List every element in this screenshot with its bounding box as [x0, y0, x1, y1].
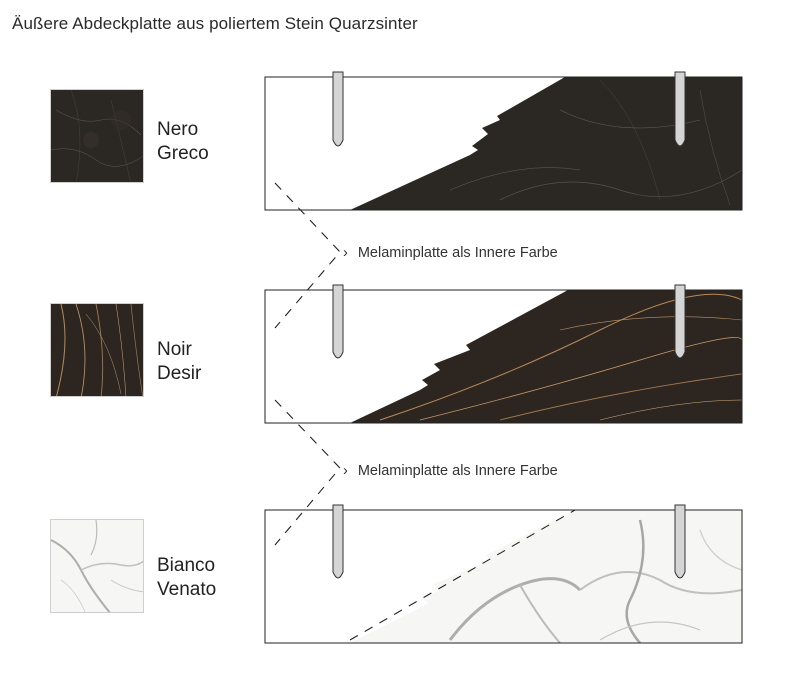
- panel-nero-greco: [264, 71, 743, 211]
- leader-line-1: [274, 182, 341, 329]
- mounting-clip-left: [332, 504, 344, 579]
- panel-noir-desir: [264, 284, 743, 424]
- annotation-inner-color-1: › Melaminplatte als Innere Farbe: [343, 245, 558, 261]
- label-line2: Desir: [157, 363, 202, 384]
- mounting-clip-left: [332, 71, 344, 147]
- swatch-bianco-venato: [50, 519, 144, 613]
- page-title: Äußere Abdeckplatte aus poliertem Stein …: [12, 14, 418, 33]
- mounting-clip-right: [674, 71, 686, 147]
- chevron-right-icon: ›: [343, 463, 348, 479]
- label-line2: Greco: [157, 143, 209, 164]
- swatch-noir-desir: [50, 303, 144, 397]
- label-nero-greco: Nero Greco: [157, 118, 209, 166]
- annotation-inner-color-2: › Melaminplatte als Innere Farbe: [343, 463, 558, 479]
- stone-surface: [350, 290, 742, 423]
- mounting-clip-right: [674, 504, 686, 579]
- annotation-text: Melaminplatte als Innere Farbe: [357, 245, 558, 261]
- label-line1: Bianco: [157, 555, 216, 576]
- label-line1: Noir: [157, 339, 192, 360]
- bianco-venato-texture: [51, 520, 143, 612]
- label-line1: Nero: [157, 119, 199, 140]
- mounting-clip-left: [332, 284, 344, 359]
- label-line2: Venato: [157, 579, 217, 600]
- annotation-text: Melaminplatte als Innere Farbe: [357, 463, 558, 479]
- stone-surface: [350, 77, 742, 210]
- dashed-leader-lines: [274, 182, 576, 641]
- nero-greco-texture: [51, 90, 143, 182]
- chevron-right-icon: ›: [343, 245, 348, 261]
- panel-bianco-venato: [264, 504, 743, 644]
- label-noir-desir: Noir Desir: [157, 338, 201, 386]
- mounting-clip-right: [674, 284, 686, 359]
- leader-line-2: [274, 399, 341, 546]
- noir-desir-texture: [51, 304, 143, 396]
- swatch-nero-greco: [50, 89, 144, 183]
- label-bianco-venato: Bianco Venato: [157, 554, 216, 602]
